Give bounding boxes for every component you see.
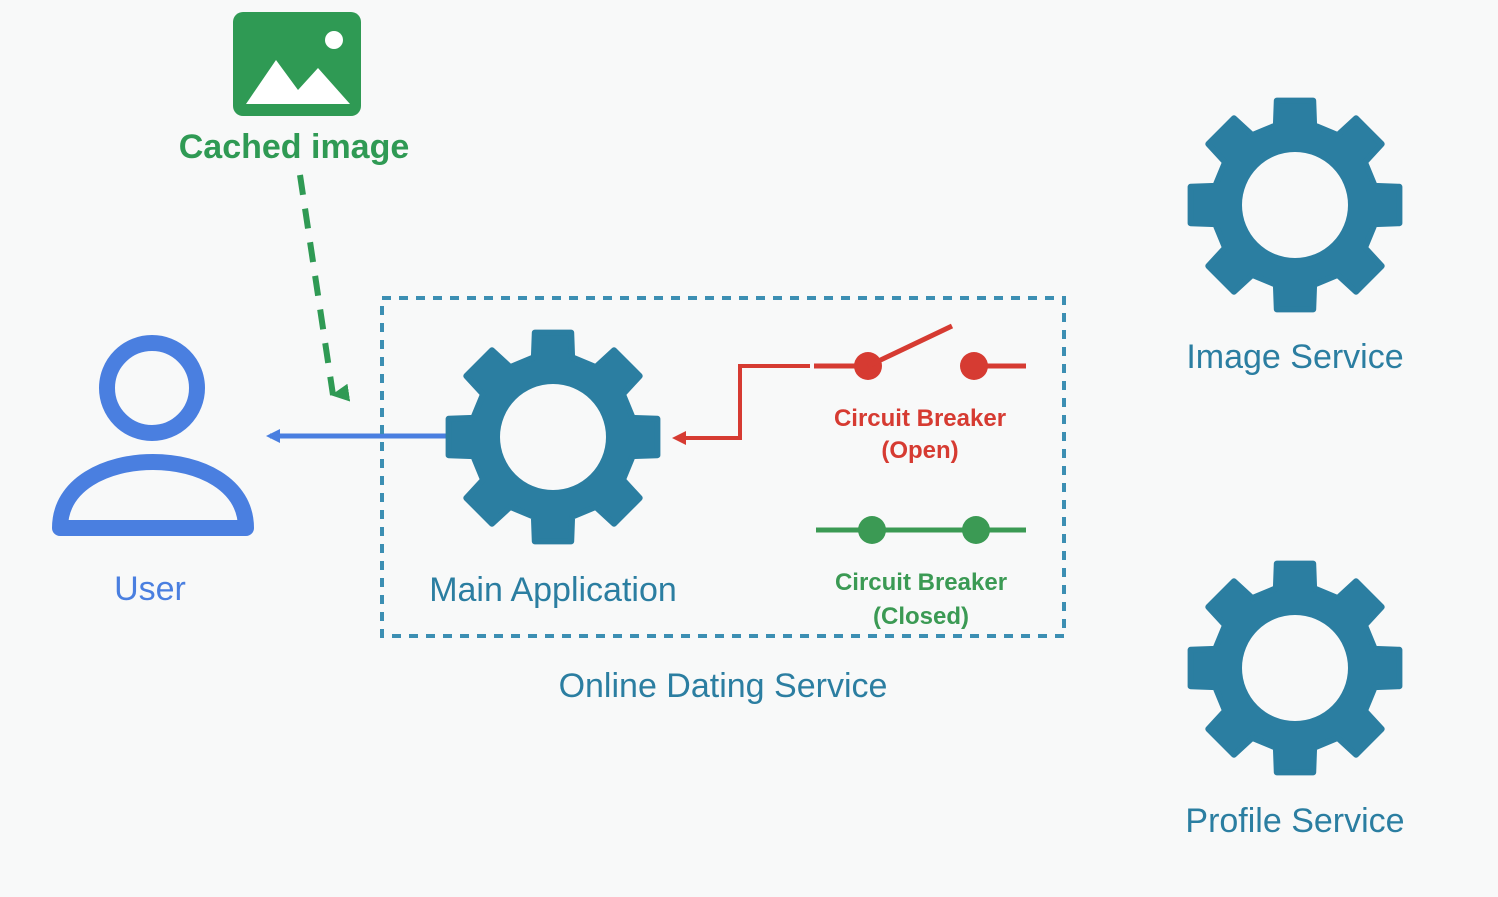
gear-profile-hole [1242,615,1348,721]
online-dating-service-label: Online Dating Service [559,667,888,705]
circuit-breaker-open-label: Circuit Breaker [834,405,1006,432]
user-label: User [114,570,186,608]
circuit-breaker-open-state: (Open) [881,437,958,464]
gear-image-hole [1242,152,1348,258]
image-service-gear-icon [1187,97,1403,313]
gear-main-hole [500,384,606,490]
profile-service-gear-icon [1187,560,1403,776]
cached-image-icon [233,12,361,116]
cached-image-label: Cached image [179,128,410,166]
online-dating-service-boundary [380,296,1066,638]
main-application-gear-icon [445,329,661,545]
main-application-label: Main Application [429,571,677,609]
user-icon [52,335,254,536]
profile-service-label: Profile Service [1185,802,1404,840]
circuit-breaker-closed-icon [816,516,1026,544]
image-service-label: Image Service [1186,338,1403,376]
circuit-breaker-open-icon [672,323,1026,445]
circuit-breaker-closed-label: Circuit Breaker [835,569,1007,596]
cached-image-arrow [297,174,351,402]
circuit-breaker-closed-state: (Closed) [873,603,969,630]
